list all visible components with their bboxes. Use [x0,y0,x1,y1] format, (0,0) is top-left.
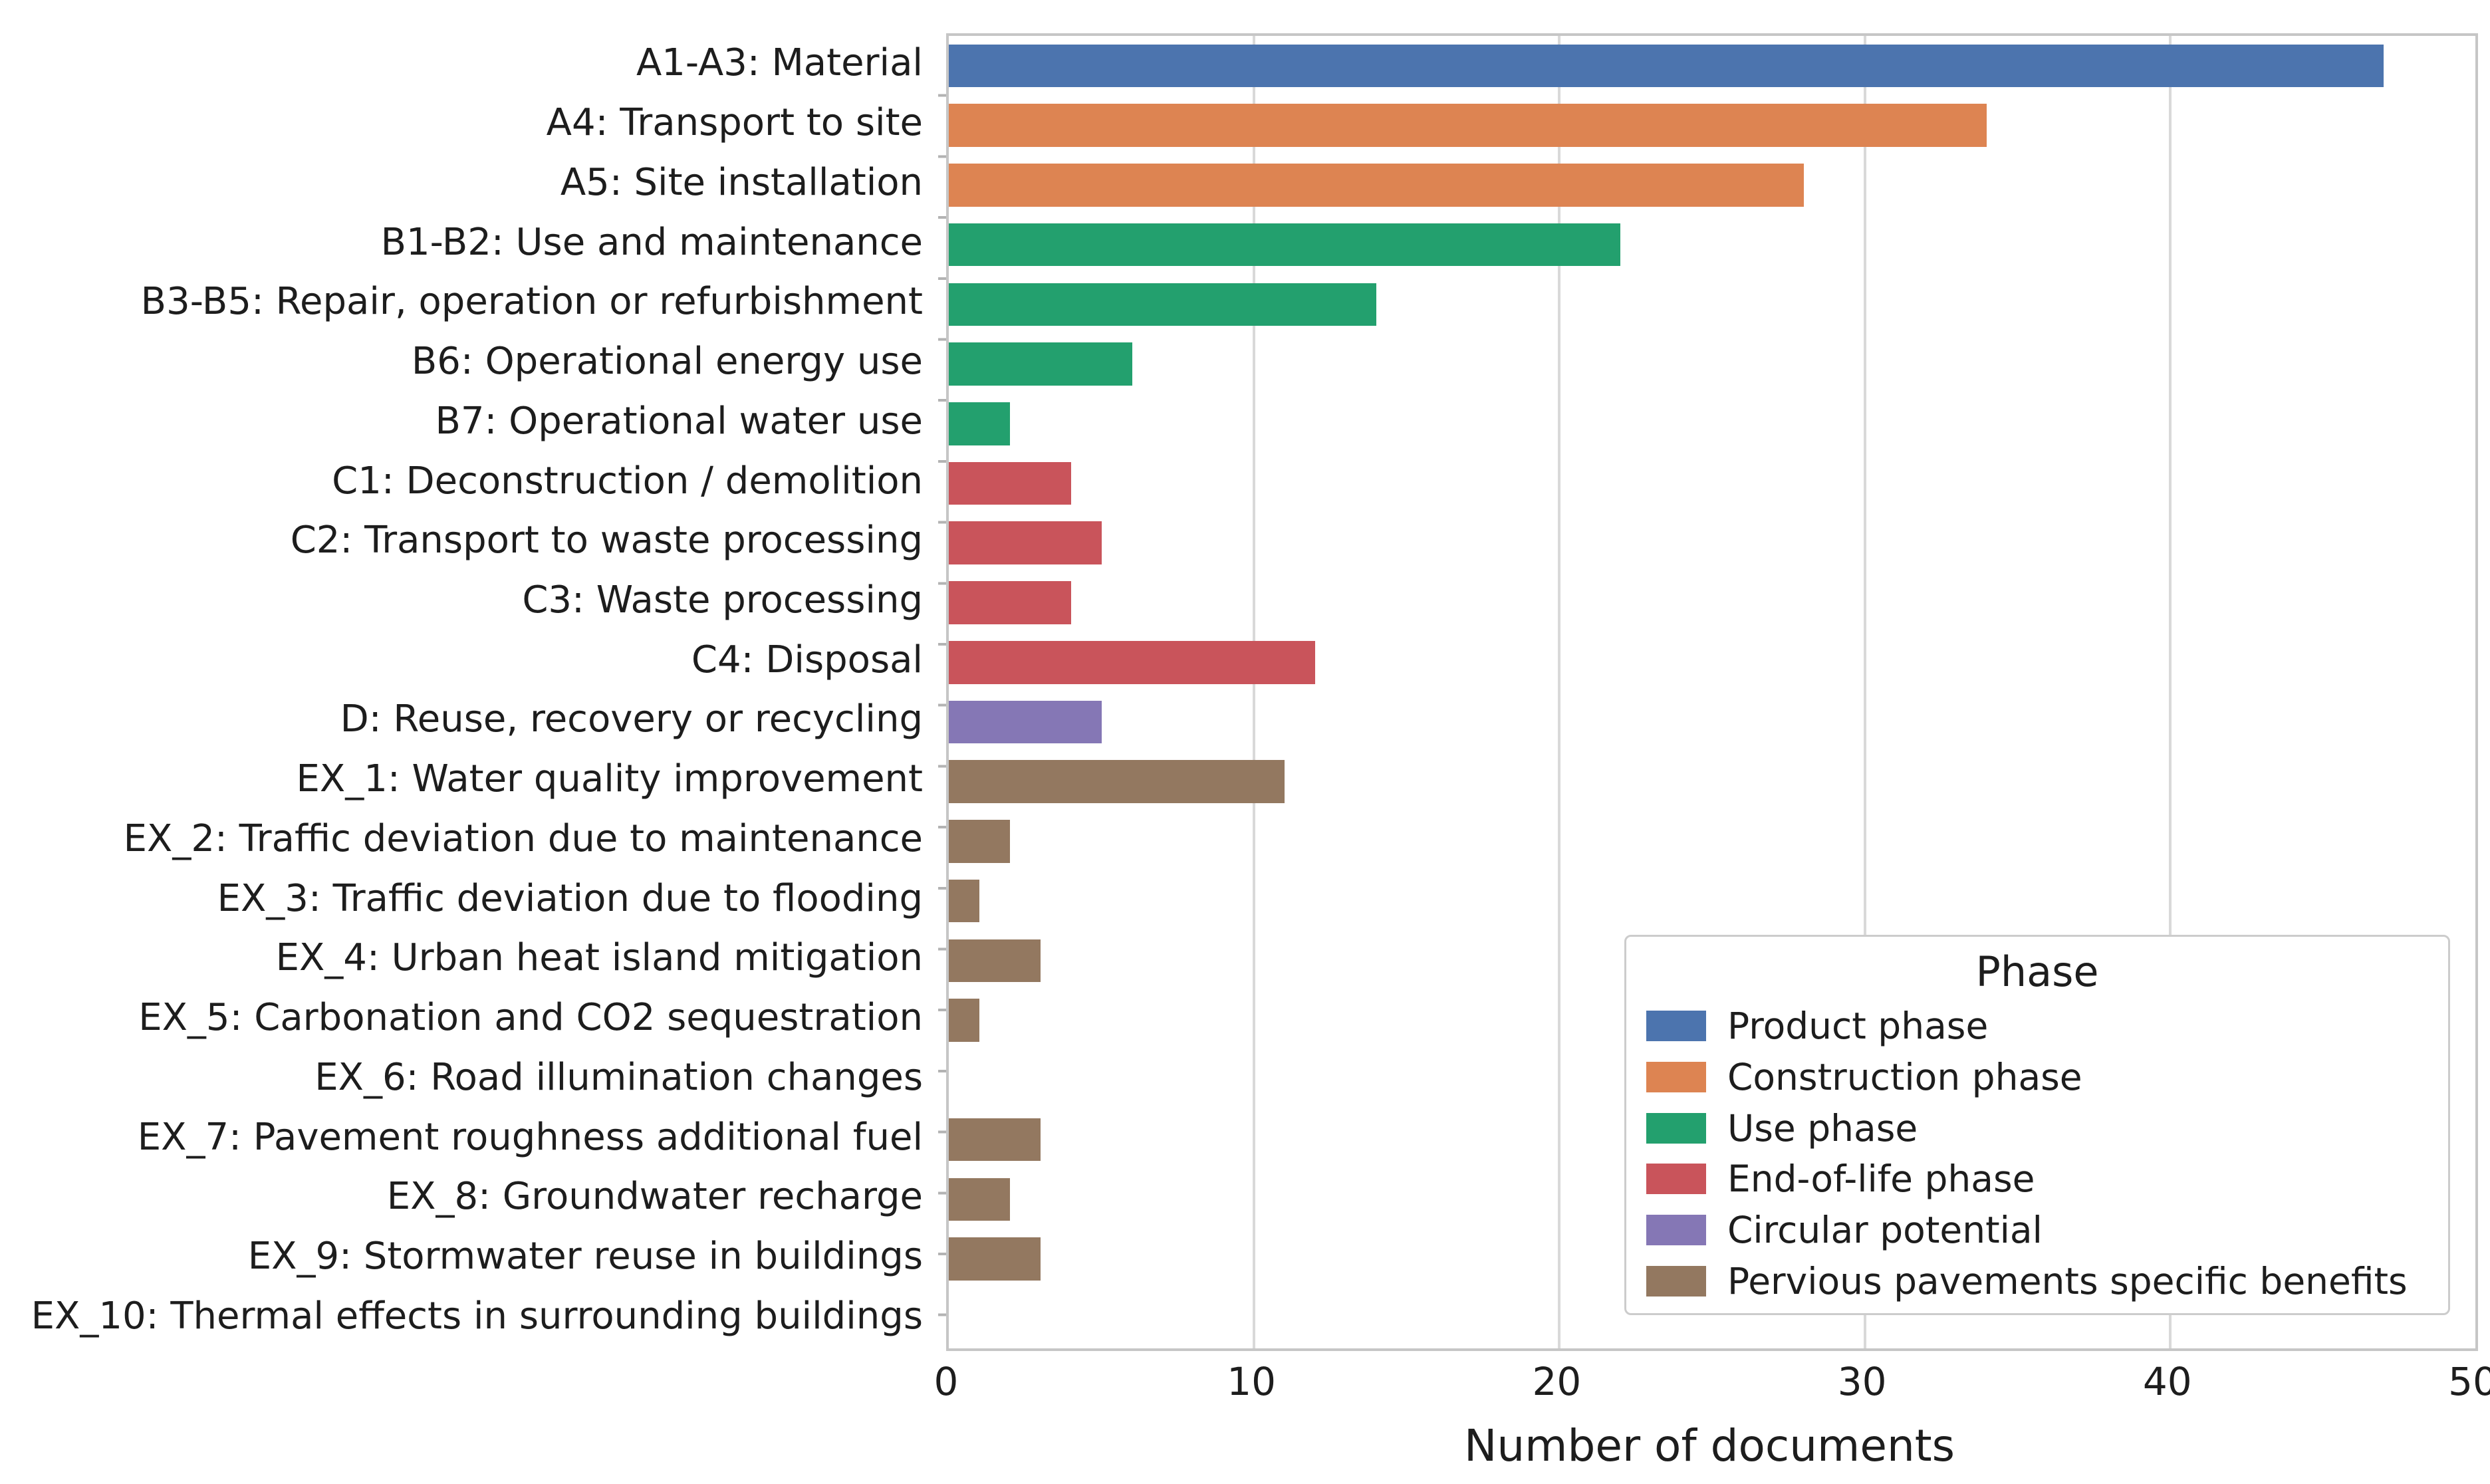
category-label: EX_7: Pavement roughness additional fuel [137,1115,923,1159]
bar-row [949,692,2475,752]
bar-row [949,991,2475,1051]
category-label: EX_3: Traffic deviation due to flooding [217,876,923,920]
x-tick: 40 [2142,1359,2192,1404]
bar-row [949,155,2475,215]
legend-label: Product phase [1727,1005,1989,1048]
bar-row [949,752,2475,812]
y-axis-category-labels: A1-A3: Material A4: Transport to site A5… [0,33,923,1346]
bar-row [949,632,2475,692]
bar-row [949,513,2475,573]
legend-label: Circular potential [1727,1209,2043,1252]
bar-c1 [949,461,1071,505]
category-label: EX_8: Groundwater recharge [386,1175,923,1219]
bar-row [949,96,2475,156]
category-label: B6: Operational energy use [411,340,923,384]
bar-ex1 [949,760,1285,803]
legend-title: Phase [1975,947,2099,996]
category-label: A5: Site installation [560,160,923,204]
category-label: C4: Disposal [691,638,923,681]
plot-area: Phase Product phase Construction phase U… [938,33,2478,1351]
bar-a1-a3 [949,44,2384,88]
bar-b1-b2 [949,223,1621,267]
x-tick: 0 [934,1359,959,1404]
x-tick: 20 [1532,1359,1582,1404]
legend-swatch [1646,1265,1706,1297]
bar-row [949,1110,2475,1170]
legend-swatch [1646,1011,1706,1042]
bar-ex5 [949,999,979,1042]
category-label: C2: Transport to waste processing [290,519,923,562]
bar-c2 [949,521,1102,565]
x-tick: 30 [1837,1359,1887,1404]
bar-row [949,334,2475,394]
category-label: A4: Transport to site [546,101,923,145]
legend-item-product-phase: Product phase [1646,1001,2428,1052]
category-label: EX_5: Carbonation and CO2 sequestration [138,996,923,1040]
legend-item-end-of-life-phase: End-of-life phase [1646,1154,2428,1205]
bar-b6 [949,342,1132,386]
legend-item-use-phase: Use phase [1646,1102,2428,1154]
bar-row [949,871,2475,931]
legend-label: Use phase [1727,1106,1918,1150]
category-label: B1-B2: Use and maintenance [380,220,923,264]
bar-c4 [949,640,1316,684]
legend-label: Construction phase [1727,1056,2082,1098]
bar-ex2 [949,820,1010,863]
category-label: A1-A3: Material [636,41,923,85]
bar-row [949,812,2475,872]
category-label: C3: Waste processing [522,578,923,622]
bar-ex3 [949,879,979,923]
x-axis-title: Number of documents [1463,1420,1955,1471]
category-label: EX_4: Urban heat island mitigation [275,936,923,980]
bar-a5 [949,164,1804,207]
bar-row [949,275,2475,334]
x-tick: 10 [1227,1359,1277,1404]
bar-ex4 [949,939,1041,983]
legend-item-construction-phase: Construction phase [1646,1052,2428,1103]
bar-c3 [949,581,1071,624]
gridline-40 [2168,36,2172,1348]
legend-label: End-of-life phase [1727,1158,2035,1201]
category-label: EX_10: Thermal effects in surrounding bu… [31,1294,923,1338]
bar-ex9 [949,1237,1041,1281]
bar-row [949,1170,2475,1229]
legend-swatch [1646,1062,1706,1092]
gridline-30 [1863,36,1866,1348]
legend-swatch [1646,1112,1706,1144]
legend-item-pervious-pavements: Pervious pavements specific benefits [1646,1255,2428,1306]
bar-b3-b5 [949,283,1376,326]
category-label: B7: Operational water use [435,399,923,443]
bars-layer [949,36,2475,1348]
gridline-10 [1253,36,1256,1348]
bar-row [949,1229,2475,1289]
category-label: C1: Deconstruction / demolition [332,459,923,503]
category-label: EX_6: Road illumination changes [314,1055,923,1099]
category-label: B3-B5: Repair, operation or refurbishmen… [140,280,923,324]
bar-row [949,394,2475,453]
category-label: D: Reuse, recovery or recycling [340,697,923,741]
bar-b7 [949,402,1010,445]
bar-row [949,453,2475,513]
bar-row [949,573,2475,633]
category-label: EX_2: Traffic deviation due to maintenan… [123,816,923,860]
legend-swatch [1646,1215,1706,1246]
y-axis-tick-marks [938,36,946,1348]
bar-row [949,931,2475,991]
legend-item-circular-potential: Circular potential [1646,1205,2428,1256]
bar-a4 [949,104,1987,147]
bar-row [949,36,2475,96]
x-tick: 50 [2448,1359,2490,1404]
category-label: EX_1: Water quality improvement [296,757,923,801]
bar-row [949,215,2475,275]
bar-ex7 [949,1118,1041,1162]
bar-d [949,700,1102,744]
legend-label: Pervious pavements specific benefits [1727,1259,2408,1302]
legend-swatch [1646,1164,1706,1195]
x-axis-tick-labels: 0 10 20 30 40 50 [934,1359,2490,1412]
gridline-20 [1558,36,1561,1348]
bar-ex8 [949,1177,1010,1221]
category-label: EX_9: Stormwater reuse in buildings [247,1235,923,1279]
legend: Phase Product phase Construction phase U… [1624,935,2450,1315]
